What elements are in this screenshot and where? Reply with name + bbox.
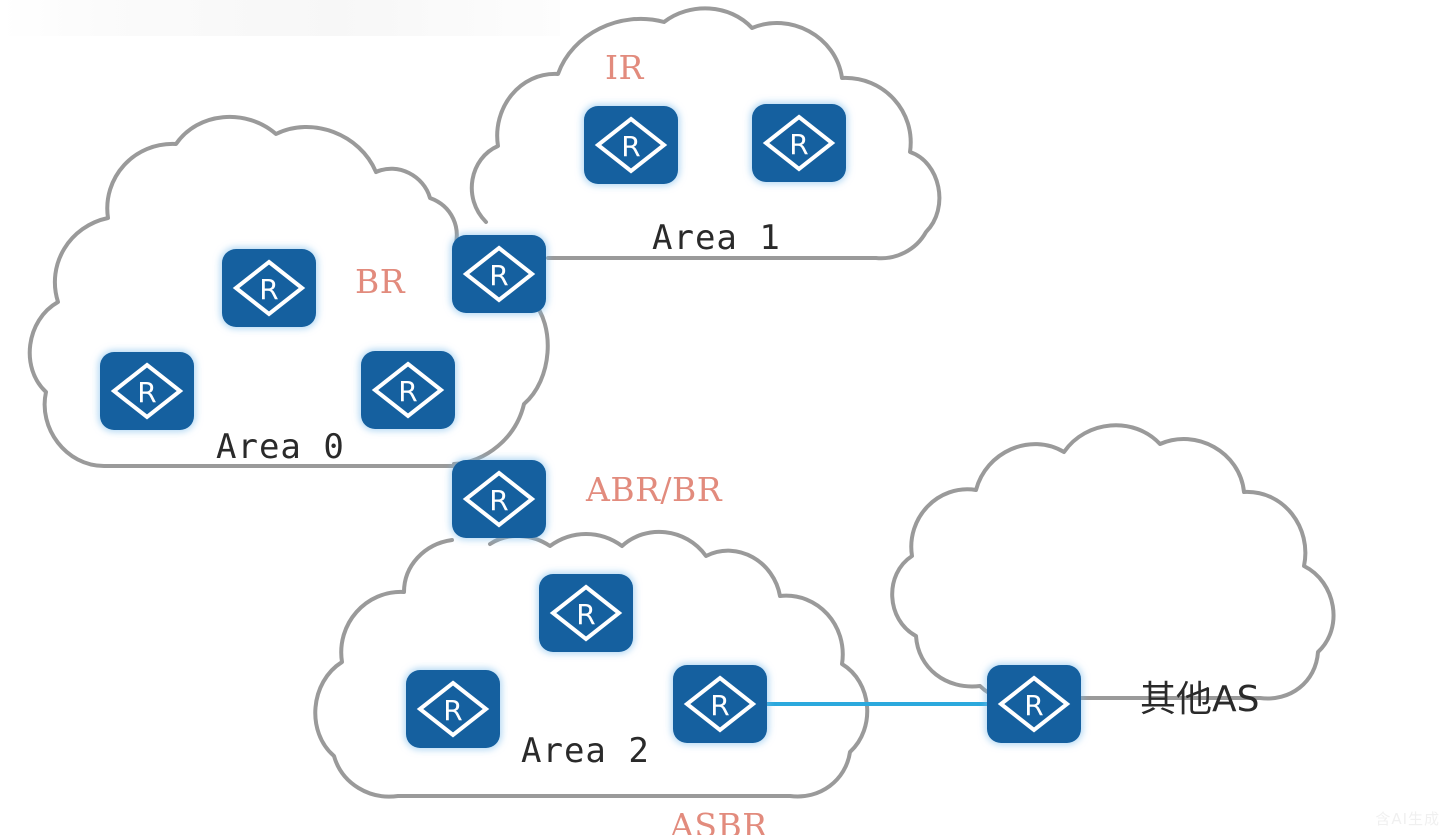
router-glyph: R <box>100 352 194 430</box>
svg-text:R: R <box>259 273 278 306</box>
router-glyph: R <box>584 106 678 184</box>
background-band <box>0 0 560 36</box>
router-area0-r2[interactable]: R <box>100 352 194 430</box>
svg-text:R: R <box>398 375 417 408</box>
router-area0-r1[interactable]: R <box>222 249 316 327</box>
svg-text:R: R <box>489 259 508 292</box>
cloud-outline-area2 <box>313 529 870 799</box>
router-area1-r2[interactable]: R <box>752 104 846 182</box>
router-br-area0-area1[interactable]: R <box>452 235 546 313</box>
area-label-area2: Area 2 <box>521 731 650 771</box>
watermark: 含AI生成 <box>1375 810 1440 828</box>
role-label-ir: IR <box>605 48 644 87</box>
svg-text:R: R <box>789 128 808 161</box>
router-glyph: R <box>539 574 633 652</box>
svg-text:R: R <box>137 376 156 409</box>
svg-text:R: R <box>1024 689 1043 722</box>
router-glyph: R <box>987 665 1081 743</box>
svg-text:R: R <box>621 130 640 163</box>
svg-text:R: R <box>489 484 508 517</box>
router-asbr-area2[interactable]: R <box>673 665 767 743</box>
router-area0-r3[interactable]: R <box>361 351 455 429</box>
router-glyph: R <box>752 104 846 182</box>
cloud-outline-area1 <box>469 6 942 261</box>
router-glyph: R <box>452 235 546 313</box>
cloud-outline-area0-right <box>452 298 550 466</box>
router-area2-r2[interactable]: R <box>406 670 500 748</box>
area-label-other-as: 其他AS <box>1140 679 1260 720</box>
role-label-abr-br: ABR/BR <box>586 470 723 509</box>
svg-text:R: R <box>576 598 595 631</box>
router-glyph: R <box>222 249 316 327</box>
area-label-area0: Area 0 <box>216 427 345 467</box>
cloud-outline-area0 <box>27 114 459 468</box>
router-glyph: R <box>452 460 546 538</box>
router-abr-area0-area2[interactable]: R <box>452 460 546 538</box>
cloud-outline-other-as <box>890 423 1336 701</box>
router-area2-r1[interactable]: R <box>539 574 633 652</box>
router-glyph: R <box>673 665 767 743</box>
role-label-br: BR <box>355 262 406 301</box>
router-area1-r1[interactable]: R <box>584 106 678 184</box>
role-label-asbr: ASBR <box>670 806 768 835</box>
router-glyph: R <box>361 351 455 429</box>
router-other-as-r1[interactable]: R <box>987 665 1081 743</box>
area-label-area1: Area 1 <box>652 218 781 258</box>
svg-text:R: R <box>443 694 462 727</box>
router-glyph: R <box>406 670 500 748</box>
svg-text:R: R <box>710 689 729 722</box>
